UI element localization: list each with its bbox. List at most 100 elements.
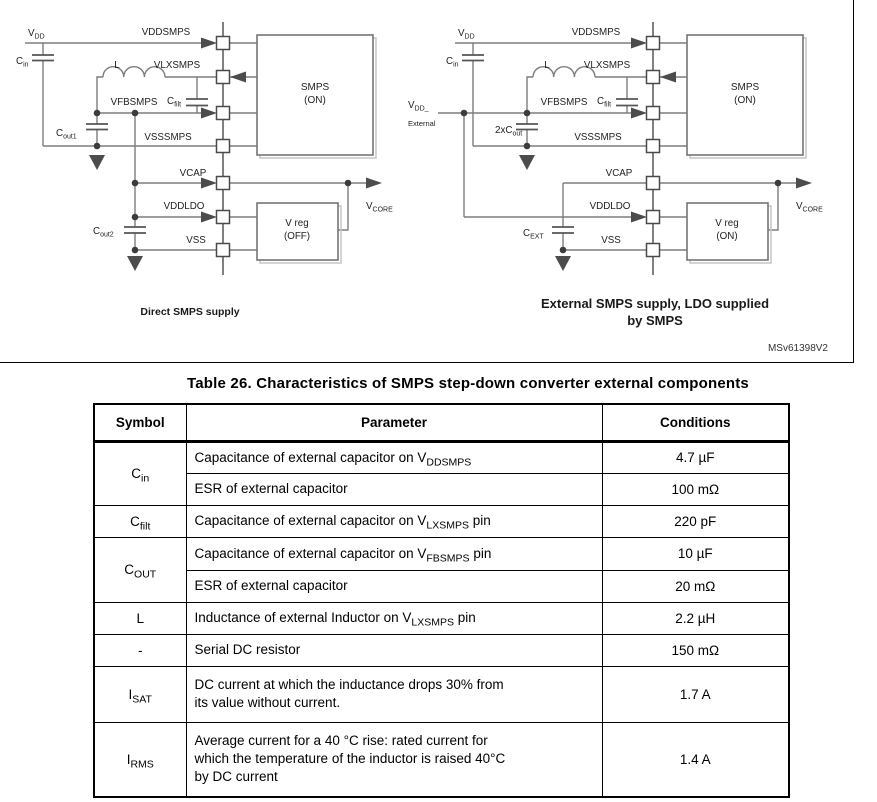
parameter-cell: DC current at which the inductance drops… bbox=[185, 665, 603, 723]
vreg-box-label: V reg bbox=[715, 218, 738, 229]
conditions-cell: 10 µF bbox=[601, 536, 790, 571]
vreg-box-label: V reg bbox=[285, 218, 308, 229]
symbol-cell: Cin bbox=[93, 440, 187, 506]
conditions-cell: 2.2 µH bbox=[601, 601, 790, 635]
smps-box-state: (ON) bbox=[734, 95, 756, 106]
label-cin: Cin bbox=[446, 56, 459, 69]
right-junction-dots bbox=[460, 109, 782, 254]
left-signal-arrows bbox=[201, 37, 382, 223]
label-vlxsmps: VLXSMPS bbox=[154, 60, 201, 71]
smps-box-state: (ON) bbox=[304, 95, 326, 106]
label-cext: CEXT bbox=[523, 228, 544, 241]
left-chip-pads bbox=[215, 35, 231, 258]
left-ground-symbols bbox=[89, 155, 143, 271]
label-cin: Cin bbox=[16, 56, 29, 69]
parameter-cell: Average current for a 40 °C rise: rated … bbox=[185, 721, 603, 798]
label-vfbsmps: VFBSMPS bbox=[111, 97, 158, 108]
label-vddldo: VDDLDO bbox=[164, 201, 205, 212]
label-vddsmps: VDDSMPS bbox=[142, 27, 191, 38]
left-capacitor-plates bbox=[32, 54, 208, 234]
label-cfilt: Cfilt bbox=[597, 96, 611, 109]
vcore-arrow bbox=[366, 177, 382, 189]
left-diagram-labels: VDD VDDSMPS Cin L VLXSMPS VFBSMPS Cfilt … bbox=[16, 27, 393, 318]
parameter-cell: Capacitance of external capacitor on VDD… bbox=[185, 440, 603, 474]
smps-box-label: SMPS bbox=[731, 82, 760, 93]
label-vdd: VDD bbox=[28, 28, 45, 41]
label-vdd: VDD bbox=[458, 28, 475, 41]
table-row: - Serial DC resistor 150 mΩ bbox=[93, 633, 790, 667]
symbol-cell: ISAT bbox=[93, 665, 187, 723]
parameter-cell: ESR of external capacitor bbox=[185, 569, 603, 603]
table-row: ESR of external capacitor 100 mΩ bbox=[94, 472, 790, 506]
label-cfilt: Cfilt bbox=[167, 96, 181, 109]
header-symbol: Symbol bbox=[93, 403, 187, 443]
left-smps-box: SMPS (ON) bbox=[256, 34, 377, 159]
table-row: ESR of external capacitor 20 mΩ bbox=[94, 569, 790, 603]
right-chip-pads bbox=[645, 35, 661, 258]
figure-watermark: MSv61398V2 bbox=[768, 343, 828, 354]
label-vddsmps: VDDSMPS bbox=[572, 27, 621, 38]
smps-box-label: SMPS bbox=[301, 82, 330, 93]
parameter-cell: Capacitance of external capacitor on VFB… bbox=[185, 536, 603, 571]
left-caption: Direct SMPS supply bbox=[140, 306, 239, 318]
symbol-cell: - bbox=[93, 633, 187, 667]
vreg-box-state: (ON) bbox=[716, 231, 737, 242]
smps-figure: SMPS (ON) V reg (OFF) VDD VDDSMPS Cin L … bbox=[16, 22, 828, 354]
right-signal-arrows bbox=[631, 37, 812, 223]
label-inductor: L bbox=[544, 60, 550, 71]
label-vcore: VCORE bbox=[796, 201, 823, 214]
label-inductor: L bbox=[114, 60, 120, 71]
table-row: L Inductance of external Inductor on VLX… bbox=[93, 601, 790, 635]
right-caption-line1: External SMPS supply, LDO supplied bbox=[541, 296, 769, 311]
label-vdd-external-line2: External bbox=[408, 119, 436, 128]
label-vsssmps: VSSSMPS bbox=[144, 132, 192, 143]
table-title: Table 26. Characteristics of SMPS step-d… bbox=[187, 375, 749, 392]
symbol-cell: Cfilt bbox=[93, 504, 187, 538]
label-vcap: VCAP bbox=[180, 168, 207, 179]
conditions-cell: 220 pF bbox=[601, 504, 790, 538]
symbol-cell: COUT bbox=[93, 536, 187, 603]
characteristics-table: Symbol Parameter Conditions Cin Capacita… bbox=[93, 403, 790, 798]
left-vreg-box: V reg (OFF) bbox=[256, 202, 342, 264]
parameter-cell: Inductance of external Inductor on VLXSM… bbox=[185, 601, 603, 635]
parameter-cell: ESR of external capacitor bbox=[185, 472, 603, 506]
conditions-cell: 1.7 A bbox=[601, 665, 790, 723]
label-vsssmps: VSSSMPS bbox=[574, 132, 622, 143]
symbol-cell: IRMS bbox=[93, 721, 187, 798]
header-parameter: Parameter bbox=[185, 403, 603, 443]
right-diagram-labels: VDD VDDSMPS Cin L VLXSMPS VFBSMPS Cfilt … bbox=[408, 27, 823, 328]
label-vcap: VCAP bbox=[606, 168, 633, 179]
right-diagram: SMPS (ON) V reg (ON) VDD VDDSMPS Cin L V… bbox=[408, 22, 823, 328]
label-cout1: Cout1 bbox=[56, 128, 77, 141]
conditions-cell: 100 mΩ bbox=[601, 472, 790, 506]
symbol-cell: L bbox=[93, 601, 187, 635]
header-conditions: Conditions bbox=[601, 403, 790, 443]
vcore-arrow bbox=[796, 177, 812, 189]
conditions-cell: 150 mΩ bbox=[601, 633, 790, 667]
label-vlxsmps: VLXSMPS bbox=[584, 60, 631, 71]
left-diagram: SMPS (ON) V reg (OFF) VDD VDDSMPS Cin L … bbox=[16, 22, 393, 318]
label-vss: VSS bbox=[601, 235, 621, 246]
figure-frame bbox=[0, 0, 854, 363]
table-row: ISAT DC current at which the inductance … bbox=[93, 665, 790, 723]
right-diagram-wires bbox=[438, 42, 797, 251]
table-row: Cin Capacitance of external capacitor on… bbox=[93, 440, 790, 506]
right-caption-line2: by SMPS bbox=[627, 313, 683, 328]
right-vreg-box: V reg (ON) bbox=[686, 202, 772, 264]
table-row: COUT Capacitance of external capacitor o… bbox=[93, 536, 790, 603]
label-2xcout: 2xCout bbox=[495, 125, 522, 138]
right-ground-symbols bbox=[519, 155, 571, 271]
left-junction-dots bbox=[93, 109, 352, 254]
left-diagram-wires bbox=[25, 42, 367, 251]
label-vfbsmps: VFBSMPS bbox=[541, 97, 588, 108]
parameter-cell: Capacitance of external capacitor on VLX… bbox=[185, 504, 603, 538]
right-smps-box: SMPS (ON) bbox=[686, 34, 807, 159]
conditions-cell: 1.4 A bbox=[601, 721, 790, 798]
label-vss: VSS bbox=[186, 235, 206, 246]
right-capacitor-plates bbox=[462, 54, 638, 234]
conditions-cell: 4.7 µF bbox=[601, 440, 790, 474]
label-cout2: Cout2 bbox=[93, 226, 114, 239]
label-vdd-external: VDD_ bbox=[408, 100, 429, 113]
vreg-box-state: (OFF) bbox=[284, 231, 310, 242]
table-header-row: Symbol Parameter Conditions bbox=[93, 403, 790, 443]
